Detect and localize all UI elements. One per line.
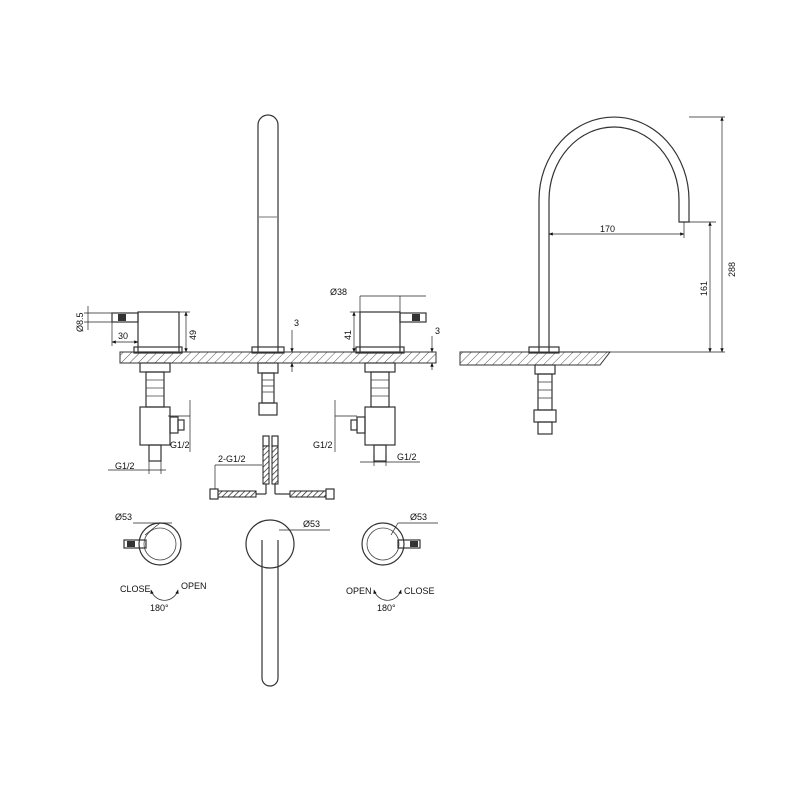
left-valve-front [111,311,185,462]
side-elevation: 170 161 288 [459,116,737,435]
rotation-open-left: OPEN [181,581,207,591]
side-spout [538,116,690,352]
side-countertop [459,351,612,366]
dim-30: 30 [118,331,128,341]
spout-front [251,114,285,416]
rotation-close-right: CLOSE [404,586,435,596]
rotation-angle-left: 180° [150,603,169,613]
rotation-angle-right: 180° [377,603,396,613]
dim-161: 161 [699,281,709,296]
plan-view-right-handle: Ø53 OPEN CLOSE 180° [346,512,438,613]
dim-3-spout: 3 [294,318,299,328]
dim-d8-5: Ø8.5 [75,312,85,332]
plan-view-left-handle: Ø53 CLOSE OPEN 180° [115,512,207,613]
dim-g12-right-bottom: G1/2 [397,452,417,462]
dim-2-g12: 2-G1/2 [218,454,246,464]
dim-g12-left-bottom: G1/2 [115,461,135,471]
dim-g12-left-side: G1/2 [170,440,190,450]
right-valve-front [350,311,427,462]
dim-49: 49 [188,330,198,340]
front-dimension-labels: Ø8.5 30 49 3 Ø38 41 3 G1/2 G1/2 G1/2 G1/… [75,287,440,471]
plan-view-spout: Ø53 [245,519,330,687]
dim-288: 288 [727,262,737,277]
countertop-slab [119,351,437,364]
dim-d53-center: Ø53 [303,519,320,529]
dim-d38: Ø38 [330,287,347,297]
dim-3-right: 3 [435,326,440,336]
front-dimension-lines [84,295,434,474]
rotation-open-right: OPEN [346,586,372,596]
dim-41: 41 [343,330,353,340]
dim-170: 170 [600,224,615,234]
dim-g12-right-side: G1/2 [313,440,333,450]
rotation-close-left: CLOSE [120,584,151,594]
dim-d53-right: Ø53 [410,512,427,522]
dim-d53-left: Ø53 [115,512,132,522]
front-elevation: Ø8.5 30 49 3 Ø38 41 3 G1/2 G1/2 G1/2 G1/… [75,114,440,474]
braided-hoses: 2-G1/2 [209,435,335,500]
